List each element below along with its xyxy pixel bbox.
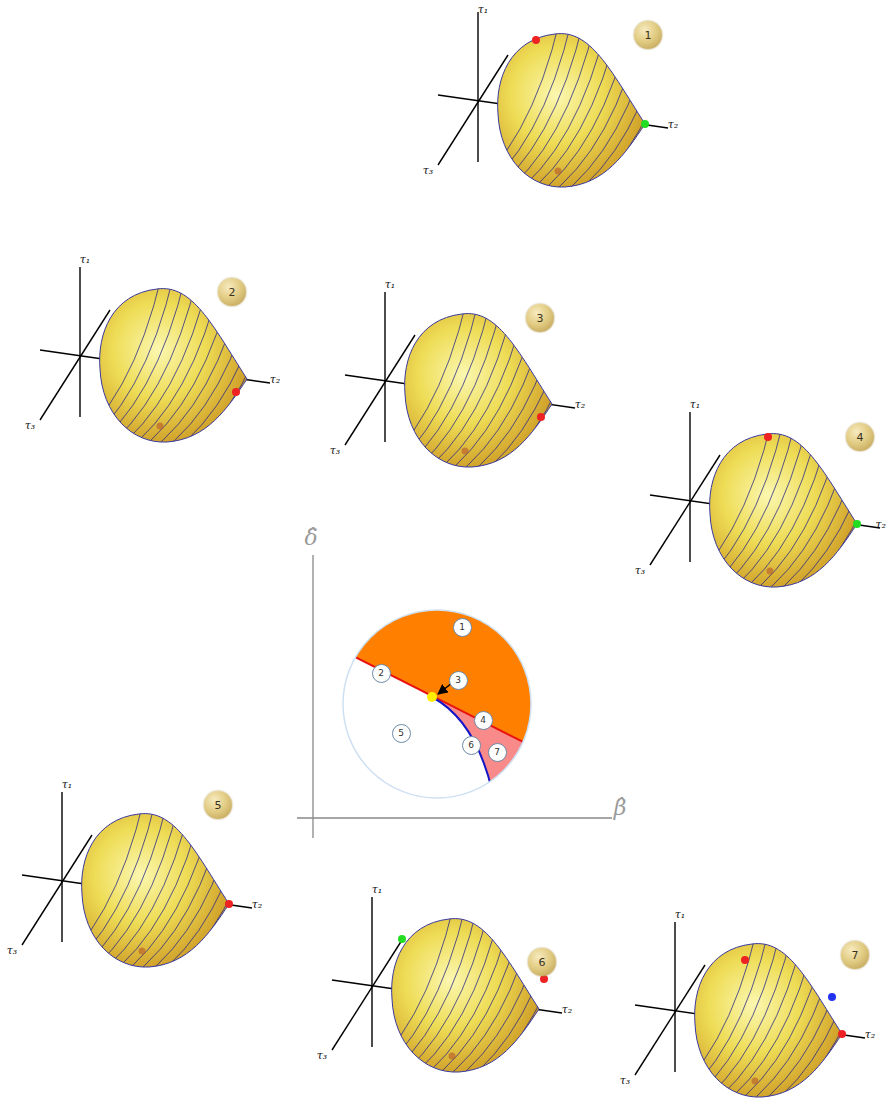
callout-badge: 1: [634, 21, 662, 49]
region-marker: 6: [462, 736, 481, 755]
callout-number: 1: [645, 29, 652, 42]
callout-badge: 4: [846, 423, 874, 451]
axis-label: τ₁: [385, 279, 396, 290]
callout-number: 1: [459, 622, 465, 632]
callout-number: 5: [398, 728, 404, 738]
callout-badge: 5: [204, 791, 232, 819]
axis-label: τ₁: [62, 779, 73, 790]
callout-number: 6: [468, 740, 474, 750]
axis-label: τ₁: [675, 909, 686, 920]
axis-label: τ₂: [562, 1004, 573, 1015]
callout-number: 3: [455, 675, 461, 685]
axis-label: τ₃: [25, 420, 36, 431]
callout-number: 6: [539, 956, 546, 969]
axis-label: τ₃: [635, 565, 646, 576]
region-marker: 7: [488, 743, 507, 762]
axis-title: β̂: [614, 797, 627, 819]
callout-badge: 7: [841, 941, 869, 969]
axis-label: τ₂: [865, 1029, 876, 1040]
axis-label: τ₁: [80, 254, 91, 265]
axis-label: τ₃: [423, 165, 434, 176]
callout-number: 4: [480, 715, 486, 725]
axis-label: τ₂: [270, 374, 281, 385]
callout-badge: 3: [526, 304, 554, 332]
callout-number: 2: [229, 286, 236, 299]
axis-label: τ₁: [690, 399, 701, 410]
axis-label: τ₂: [252, 899, 263, 910]
region-marker: 5: [392, 724, 411, 743]
axis-label: τ₃: [620, 1075, 631, 1086]
callout-number: 3: [537, 312, 544, 325]
region-marker: 3: [449, 671, 468, 690]
callout-number: 4: [857, 431, 864, 444]
callout-number: 5: [215, 799, 222, 812]
axis-label: τ₁: [478, 4, 489, 15]
axis-label: τ₁: [372, 884, 383, 895]
callout-badge: 2: [218, 278, 246, 306]
callout-number: 2: [378, 668, 384, 678]
axis-label: τ₂: [575, 399, 586, 410]
region-marker: 2: [372, 664, 391, 683]
callout-number: 7: [494, 747, 500, 757]
callout-badge: 6: [528, 948, 556, 976]
callout-number: 7: [852, 949, 859, 962]
axis-label: τ₃: [7, 945, 18, 956]
axis-label: τ₃: [330, 445, 341, 456]
axis-label: τ₂: [668, 119, 679, 130]
axis-label: τ₂: [876, 519, 887, 530]
axis-title: δ̂: [304, 527, 317, 549]
axis-label: τ₃: [317, 1050, 328, 1061]
region-marker: 1: [453, 618, 472, 637]
region-marker: 4: [474, 711, 493, 730]
